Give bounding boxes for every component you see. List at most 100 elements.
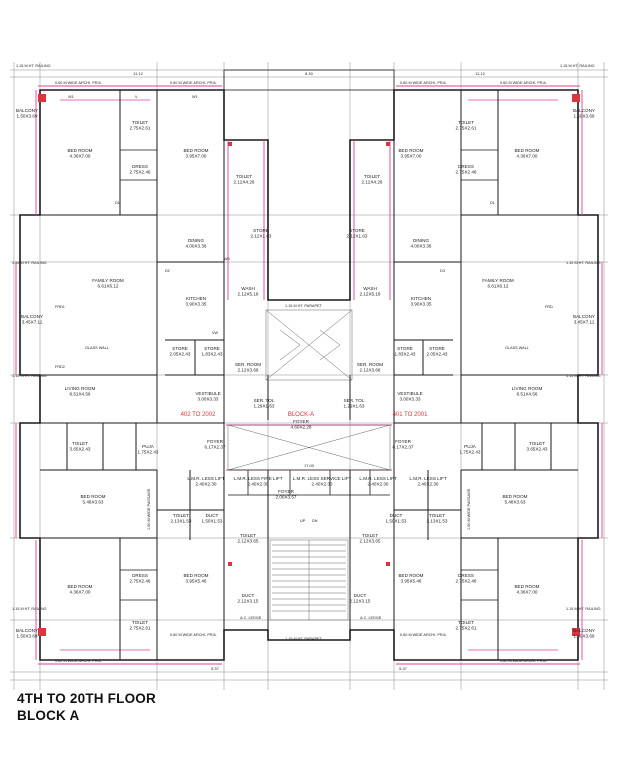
- room-name: TOILET: [240, 533, 256, 538]
- bottom-dim-left: 5.37: [211, 666, 220, 671]
- room-size: 2.40X2.30: [418, 481, 439, 486]
- room-name: FAMILY ROOM: [482, 278, 514, 283]
- tag: FRD: [545, 305, 553, 309]
- room-name: STORE: [349, 228, 365, 233]
- top-dim-center: 8.30: [305, 71, 314, 76]
- passage-note: 1.50 M WIDE PASSAGE: [467, 488, 471, 530]
- room-size: 2.75X2.61: [456, 625, 477, 630]
- room-name: TOILET: [529, 441, 545, 446]
- window-markers: [38, 94, 580, 636]
- lift-dim: 17.00: [304, 463, 315, 468]
- outer-walls: [19, 69, 599, 661]
- room-name: BALCONY: [573, 628, 595, 633]
- room-size: 2.40X2.30: [312, 481, 333, 486]
- block-label: BLOCK-A: [288, 412, 314, 418]
- room-name: SER. ROOM: [357, 362, 383, 367]
- room-size: 2.13X1.53: [427, 518, 448, 523]
- interior-walls: [40, 90, 578, 660]
- parapet-note: 1.15 M HT. PARAPET: [285, 637, 323, 641]
- room-size: 6.61X6.12: [98, 283, 119, 288]
- room-size: 1.50X1.53: [386, 518, 407, 523]
- room-size: 2.12X4.26: [362, 179, 383, 184]
- room-name: PUJA: [142, 444, 155, 449]
- room-size: 2.12X5.18: [238, 291, 259, 296]
- room-size: 8.51X4.56: [517, 391, 538, 396]
- room-size: 1.75X2.43: [460, 449, 481, 454]
- room-size: 2.12X3.15: [350, 598, 371, 603]
- room-size: 2.12X4.26: [234, 179, 255, 184]
- room-name: BED ROOM: [514, 584, 539, 589]
- room-size: 1.75X2.43: [138, 449, 159, 454]
- room-name: FOYER: [207, 439, 224, 444]
- room-name: LIVING ROOM: [65, 386, 96, 391]
- room-name: BALCONY: [21, 314, 43, 319]
- room-name: SER. ROOM: [235, 362, 261, 367]
- top-dim-left: 11.12: [133, 71, 143, 76]
- glass-wall-note: GLASS WALL: [505, 346, 529, 350]
- room-name: BED ROOM: [502, 494, 527, 499]
- room-size: 4.36X7.00: [70, 589, 91, 594]
- bottom-dim-right: 5.37: [399, 666, 408, 671]
- room-size: 2.75X2.46: [130, 169, 151, 174]
- room-size: 1.50X1.53: [202, 518, 223, 523]
- room-name: VESTIBULE: [397, 391, 422, 396]
- room-name: TOILET: [429, 513, 445, 518]
- room-name: VESTIBULE: [195, 391, 220, 396]
- room-name: SER. TOL: [344, 398, 365, 403]
- railing-note: 1.15 M HT. RAILING: [566, 261, 601, 265]
- room-size: 2.75X2.46: [130, 578, 151, 583]
- room-size: 3.95X5.46: [186, 578, 207, 583]
- room-name: FOYER: [395, 439, 412, 444]
- railing-note: 1.15 M HT. RAILING: [12, 261, 47, 265]
- stair-core: [227, 309, 391, 621]
- room-name: BED ROOM: [80, 494, 105, 499]
- room-size: 1.83X2.43: [395, 351, 416, 356]
- prjl-note: 0.60 M WIDE ARCHI. PRJL: [55, 659, 102, 663]
- room-name: BALCONY: [573, 108, 595, 113]
- room-size: 2.40X2.30: [196, 481, 217, 486]
- room-name: DRESS: [132, 164, 148, 169]
- room-name: BED ROOM: [398, 573, 423, 578]
- room-name: BED ROOM: [67, 584, 92, 589]
- room-name: BED ROOM: [398, 148, 423, 153]
- room-name: FOYER: [293, 419, 310, 424]
- prjl-note: 0.60 M WIDE ARCHI. PRJL: [400, 633, 447, 637]
- room-name: FOYER: [278, 489, 295, 494]
- room-size: 2.75X2.61: [130, 125, 151, 130]
- prjl-note: 0.60 M WIDE ARCHI. PRJL: [170, 633, 217, 637]
- tag: FRD2: [55, 365, 65, 369]
- room-name: TOILET: [132, 620, 148, 625]
- notes: 1.15 M HT. RAILING 1.15 M HT. RAILING 1.…: [12, 64, 601, 663]
- prjl-note: 0.60 M WIDE ARCHI. PRJL: [500, 659, 547, 663]
